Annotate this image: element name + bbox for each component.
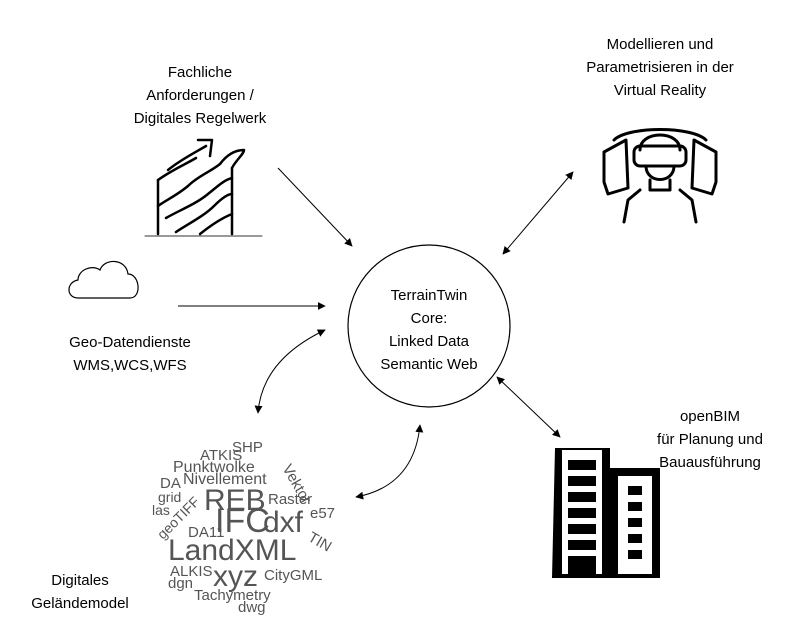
- openbim-line-2: für Planung und: [657, 431, 763, 448]
- vr-line-2: Parametrisieren in der: [586, 59, 734, 76]
- word-cloud-word: DA11: [188, 524, 224, 541]
- vr-line-1: Modellieren und: [606, 36, 714, 53]
- word-cloud-word: e57: [310, 505, 335, 522]
- word-cloud-word: SHP: [232, 439, 263, 456]
- word-cloud-word: las: [152, 502, 170, 518]
- word-cloud-word: LandXML: [168, 534, 296, 567]
- core-line-2: Core:: [410, 310, 448, 327]
- openbim-line-1: openBIM: [679, 408, 741, 425]
- core-line-1: TerrainTwin: [390, 287, 468, 304]
- word-cloud-word: dwg: [238, 599, 266, 616]
- openbim-label: openBIM für Planung und Bauausführung: [630, 405, 790, 474]
- arrow-core-vr: [502, 171, 574, 255]
- word-cloud-word: DA: [160, 475, 181, 492]
- arrow-core-wordcloud-left: [254, 329, 326, 414]
- arrow-requirements-to-core: [277, 167, 353, 247]
- word-cloud-word: ATKIS: [200, 447, 242, 464]
- word-cloud-word: REB: [204, 484, 266, 517]
- core-circle: [347, 244, 511, 408]
- vr-label: Modellieren und Parametrisieren in der V…: [560, 33, 760, 102]
- core-line-3: Linked Data: [388, 333, 470, 350]
- geo-services-line-1: Geo-Datendienste: [69, 334, 191, 351]
- vr-line-3: Virtual Reality: [613, 82, 707, 99]
- arrow-core-wordcloud-bottom: [355, 424, 424, 500]
- geo-services-label: Geo-Datendienste WMS,WCS,WFS: [50, 331, 210, 377]
- vr-headset-icon: [602, 128, 718, 224]
- requirements-label: Fachliche Anforderungen / Digitales Rege…: [120, 61, 280, 130]
- word-cloud-word: IFC: [215, 502, 270, 540]
- word-cloud-word: Raster: [268, 491, 312, 508]
- core-label: TerrainTwin Core: Linked Data Semantic W…: [349, 284, 509, 376]
- openbim-line-3: Bauausführung: [659, 454, 761, 471]
- document-arrow-icon: [144, 138, 263, 237]
- arrow-core-openbim: [496, 376, 561, 438]
- terrain-model-line-1: Digitales: [51, 572, 109, 589]
- word-cloud-word: CityGML: [264, 567, 322, 584]
- word-cloud-word: Tachymetry: [194, 587, 271, 604]
- buildings-icon: [552, 448, 660, 578]
- core-line-4: Semantic Web: [380, 356, 478, 373]
- word-cloud-word: ALKIS: [170, 563, 213, 580]
- word-cloud-word: dgn: [168, 575, 193, 592]
- word-cloud-word: grid: [158, 489, 181, 505]
- terrain-model-label: Digitales Geländemodel: [10, 569, 150, 615]
- requirements-line-1: Fachliche: [167, 64, 233, 81]
- requirements-line-2: Anforderungen /: [146, 87, 254, 104]
- word-cloud-word: xyz: [213, 560, 258, 593]
- word-cloud-word: Punktwolke: [173, 459, 255, 476]
- word-cloud-word: dxf: [263, 506, 304, 539]
- cloud-icon: [68, 260, 139, 299]
- terrain-model-line-2: Geländemodel: [31, 595, 129, 612]
- requirements-line-3: Digitales Regelwerk: [133, 110, 267, 127]
- word-cloud-word: Nivellement: [183, 471, 267, 488]
- word-cloud-word: TIN: [305, 529, 334, 556]
- geo-services-line-2: WMS,WCS,WFS: [73, 357, 187, 374]
